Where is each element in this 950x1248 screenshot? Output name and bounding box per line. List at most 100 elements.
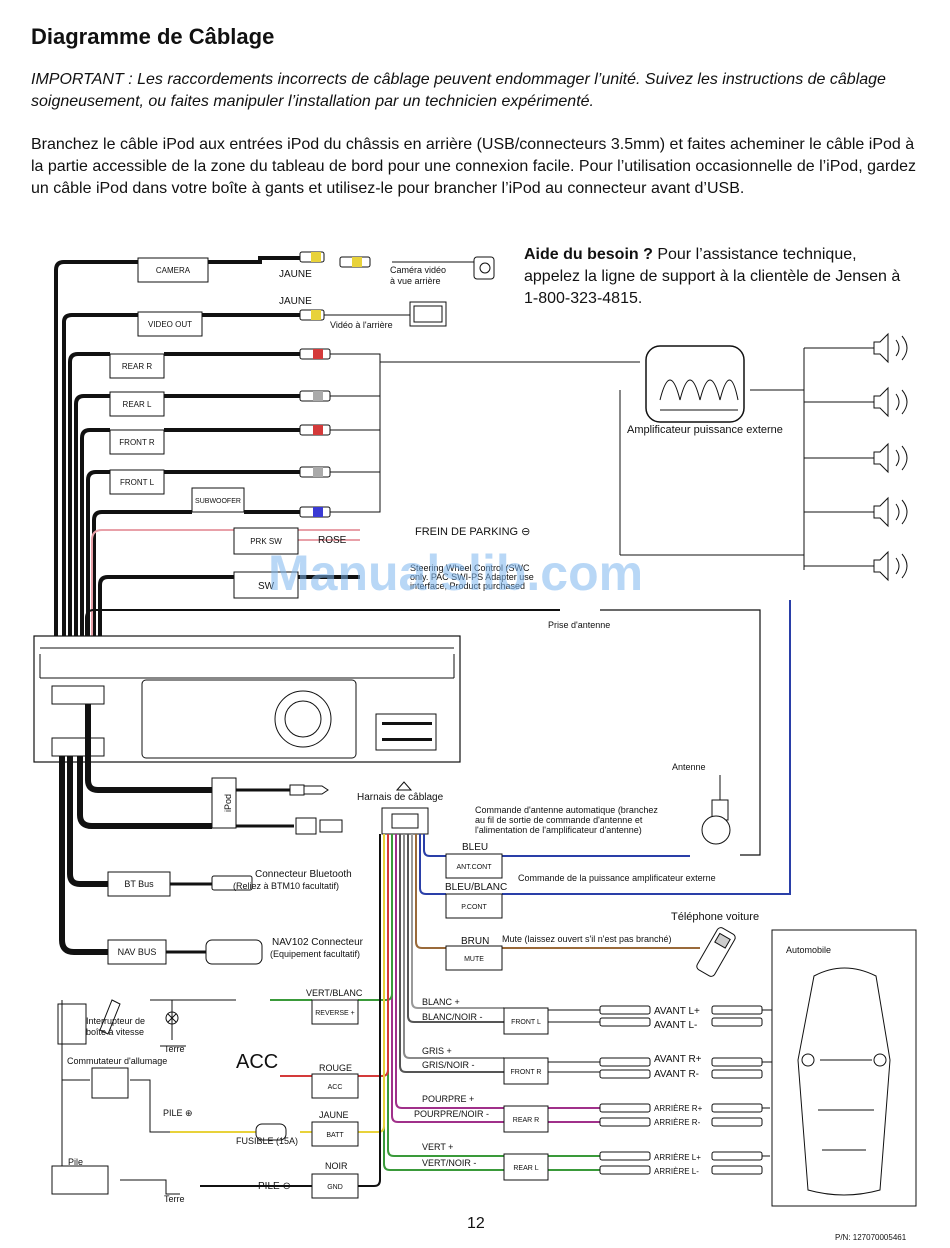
automobile-label: Automobile bbox=[786, 945, 831, 955]
p-cont-box: P.CONT bbox=[461, 904, 487, 911]
arriere-lm-label: ARRIÈRE L- bbox=[654, 1167, 699, 1176]
jaune-label-3: JAUNE bbox=[319, 1110, 349, 1120]
swc-line-1: Steering Wheel Control (SWC bbox=[410, 563, 530, 573]
nav-conn-line-1: NAV102 Connecteur bbox=[272, 937, 364, 948]
terre-label-1: Terre bbox=[164, 1044, 185, 1054]
ant-auto-line-3: l'alimentation de l'amplificateur d'ante… bbox=[475, 825, 642, 835]
vert-plus-label: VERT + bbox=[422, 1142, 453, 1152]
mute-text-label: Mute (laissez ouvert s'il n'est pas bran… bbox=[502, 934, 672, 944]
cmd-amp-label: Commande de la puissance amplificateur e… bbox=[518, 873, 716, 883]
interrupteur-line-1: Interrupteur de bbox=[86, 1016, 145, 1026]
important-warning: IMPORTANT : Les raccordements incorrects… bbox=[31, 71, 886, 110]
arriere-rp-label: ARRIÈRE R+ bbox=[654, 1104, 703, 1113]
rose-label: ROSE bbox=[318, 535, 347, 546]
ant-auto-line-2: au fil de sortie de commande d'antenne e… bbox=[475, 815, 643, 825]
jaune-label-2: JAUNE bbox=[279, 296, 312, 307]
amp-label: Amplificateur puissance externe bbox=[627, 424, 783, 436]
rear-l-out-box: REAR L bbox=[513, 1165, 538, 1172]
front-r-out-box: FRONT R bbox=[511, 1069, 542, 1076]
wiring-harness bbox=[381, 781, 429, 835]
camera-icon bbox=[392, 256, 495, 280]
swc-line-3: interface, Product purchased bbox=[410, 581, 525, 591]
blanc-noir-label: BLANC/NOIR - bbox=[422, 1012, 483, 1022]
camera-box: CAMERA bbox=[156, 266, 191, 275]
vue-arriere-label: à vue arrière bbox=[390, 276, 441, 286]
blanc-plus-label: BLANC + bbox=[422, 997, 460, 1007]
noir-label: NOIR bbox=[325, 1161, 348, 1171]
vert-blanc-label: VERT/BLANC bbox=[306, 988, 363, 998]
head-unit bbox=[33, 635, 461, 763]
speaker-icons bbox=[873, 332, 908, 582]
arriere-lp-label: ARRIÈRE L+ bbox=[654, 1153, 701, 1162]
rear-r-out-box: REAR R bbox=[513, 1117, 539, 1124]
bt-conn-line-2: (Reliez à BTM10 facultatif) bbox=[233, 881, 339, 891]
acc-big-label: ACC bbox=[236, 1051, 278, 1073]
gris-plus-label: GRIS + bbox=[422, 1046, 452, 1056]
pourpre-plus-label: POURPRE + bbox=[422, 1094, 474, 1104]
prise-antenne-label: Prise d'antenne bbox=[548, 620, 610, 630]
nav-conn-line-2: (Equipement facultatif) bbox=[270, 949, 360, 959]
main-cables bbox=[54, 260, 234, 690]
pile-plus-label: PILE ⊕ bbox=[163, 1108, 193, 1118]
rca-connectors bbox=[299, 251, 371, 518]
swc-line-2: only. PAC SWI-PS Adapter use bbox=[410, 572, 534, 582]
ant-auto-line-1: Commande d'antenne automatique (branchez bbox=[475, 805, 658, 815]
frein-label: FREIN DE PARKING ⊖ bbox=[415, 526, 530, 538]
ipod-box: iPod bbox=[223, 794, 233, 812]
amplifier-icon bbox=[645, 345, 745, 423]
jaune-label-1: JAUNE bbox=[279, 269, 312, 280]
help-bold: Aide du besoin ? bbox=[524, 246, 653, 263]
avant-rp-label: AVANT R+ bbox=[654, 1054, 702, 1065]
pile-label: Pile bbox=[68, 1157, 83, 1167]
antenna-icon bbox=[701, 775, 731, 845]
camera-video-label: Caméra vidéo bbox=[390, 265, 446, 275]
phone-icon bbox=[696, 927, 736, 977]
pourpre-noir-label: POURPRE/NOIR - bbox=[414, 1109, 489, 1119]
subwoofer-box: SUBWOOFER bbox=[195, 498, 241, 505]
gris-noir-label: GRIS/NOIR - bbox=[422, 1060, 475, 1070]
harnais-label: Harnais de câblage bbox=[357, 792, 444, 803]
brun-label: BRUN bbox=[461, 936, 489, 947]
gnd-box: GND bbox=[327, 1184, 343, 1191]
sw-box: SW bbox=[258, 581, 275, 592]
bleu-label: BLEU bbox=[462, 842, 488, 853]
vert-noir-label: VERT/NOIR - bbox=[422, 1158, 476, 1168]
avant-lp-label: AVANT L+ bbox=[654, 1006, 700, 1017]
rose-wire bbox=[91, 529, 360, 690]
page-title: Diagramme de Câblage bbox=[31, 24, 275, 49]
front-r-box: FRONT R bbox=[119, 438, 155, 447]
antenne-label: Antenne bbox=[672, 762, 706, 772]
acc-box: ACC bbox=[328, 1084, 343, 1091]
help-note: Aide du besoin ? Pour l’assistance techn… bbox=[524, 244, 914, 310]
bt-conn-line-1: Connecteur Bluetooth bbox=[255, 869, 352, 880]
nav-bus-box: NAV BUS bbox=[118, 947, 157, 957]
bleu-blanc-label: BLEU/BLANC bbox=[445, 882, 507, 893]
help-text: Pour l’assistance technique, appelez la … bbox=[524, 246, 901, 307]
part-number: P/N: 127070005461 bbox=[835, 1233, 907, 1242]
monitor-icon bbox=[324, 301, 447, 327]
watermark: Manualslib.com bbox=[268, 545, 643, 601]
front-l-out-box: FRONT L bbox=[511, 1019, 541, 1026]
interrupteur-line-2: boîte à vitesse bbox=[86, 1027, 144, 1037]
reverse-box: REVERSE + bbox=[315, 1010, 355, 1017]
arriere-rm-label: ARRIÈRE R- bbox=[654, 1118, 701, 1127]
telephone-label: Téléphone voiture bbox=[671, 911, 759, 923]
intro-paragraph: Branchez le câble iPod aux entrées iPod … bbox=[31, 136, 917, 197]
mute-box: MUTE bbox=[464, 956, 484, 963]
prk-sw-box: PRK SW bbox=[250, 537, 282, 546]
avant-lm-label: AVANT L- bbox=[654, 1020, 697, 1031]
ant-cont-box: ANT.CONT bbox=[457, 864, 493, 871]
rear-r-box: REAR R bbox=[122, 362, 152, 371]
rouge-label: ROUGE bbox=[319, 1063, 352, 1073]
speaker-connectors bbox=[599, 1005, 763, 1175]
batt-box: BATT bbox=[326, 1132, 344, 1139]
page-number: 12 bbox=[467, 1215, 485, 1232]
video-arriere-label: Vidéo à l'arrière bbox=[330, 320, 393, 330]
automobile-diagram bbox=[771, 929, 917, 1207]
terre-label-2: Terre bbox=[164, 1194, 185, 1204]
fusible-label: FUSIBLE (15A) bbox=[236, 1136, 298, 1146]
video-out-box: VIDEO OUT bbox=[148, 320, 192, 329]
bt-bus-box: BT Bus bbox=[124, 879, 154, 889]
front-l-box: FRONT L bbox=[120, 478, 155, 487]
